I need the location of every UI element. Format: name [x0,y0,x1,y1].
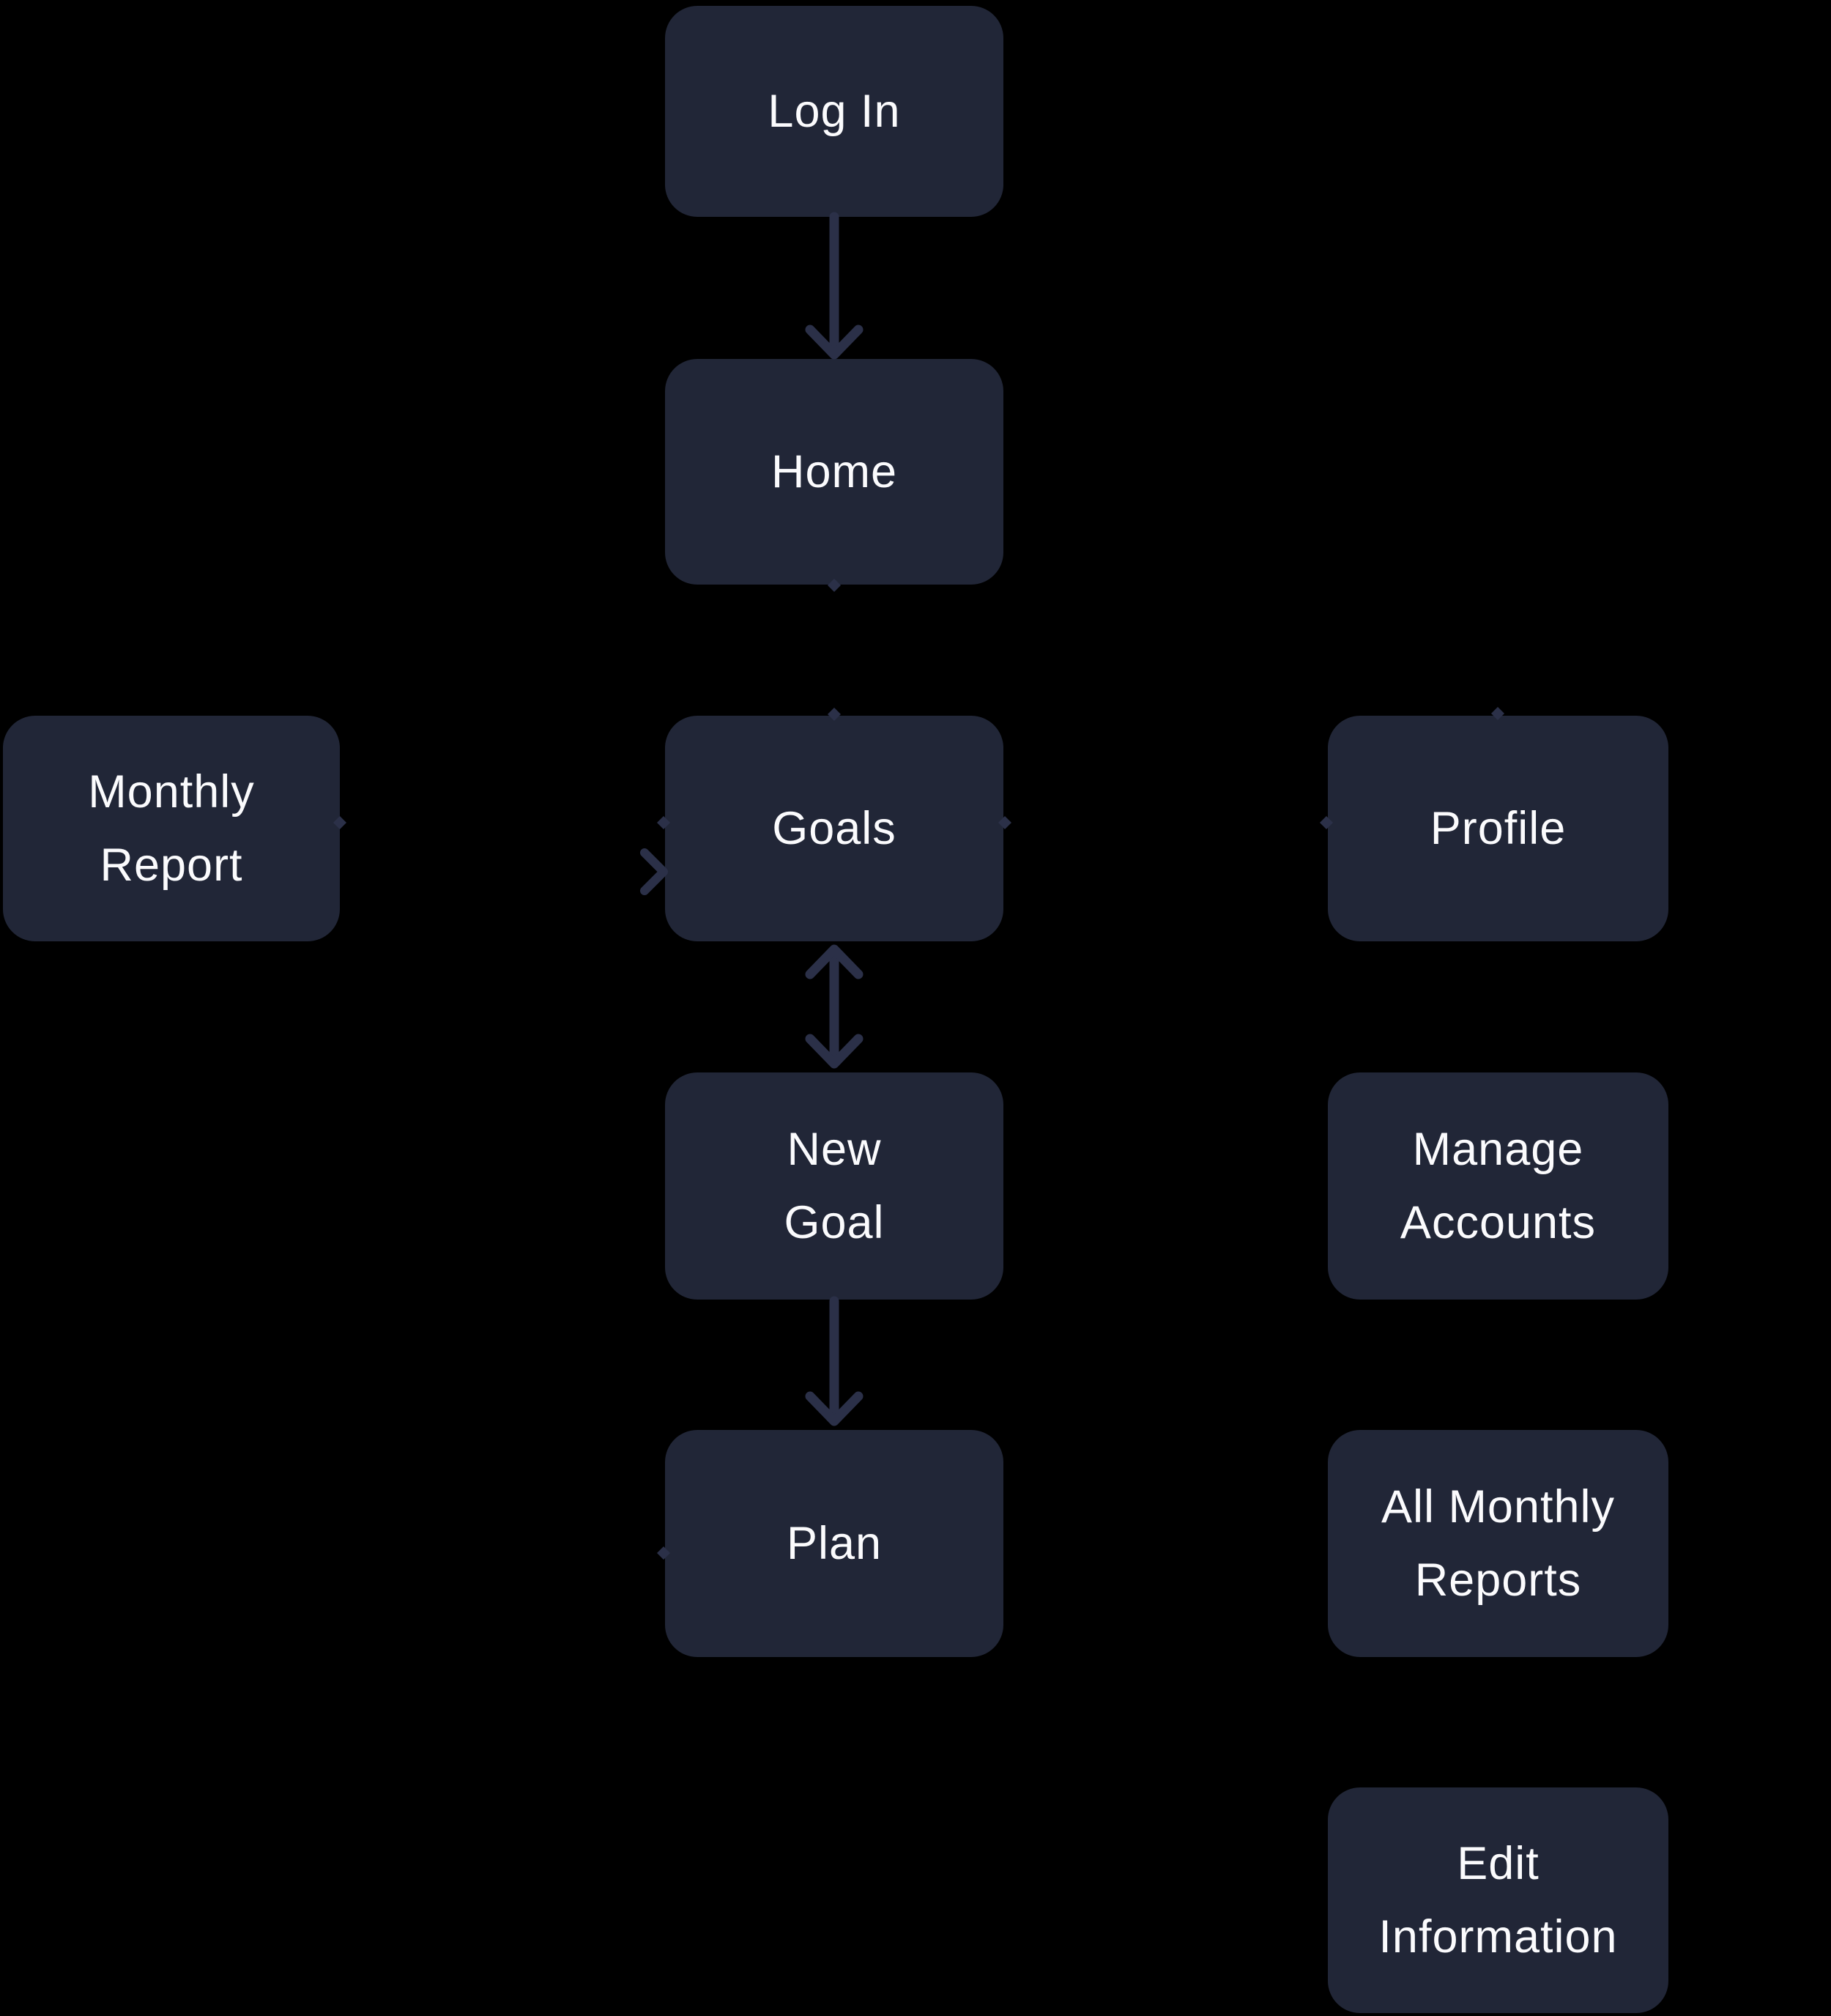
node-new-goal-label: New Goal [784,1124,885,1248]
arrowhead-into-goals-left [640,848,668,895]
node-all-monthly-reports-label: All Monthly Reports [1381,1481,1616,1606]
node-profile: Profile [1328,716,1668,941]
node-home-label: Home [770,446,898,497]
node-plan: Plan [665,1430,1003,1657]
arrowhead-goals-up [805,944,863,979]
node-edit-information: Edit Information [1328,1787,1668,2013]
node-monthly-report: Monthly Report [3,716,340,941]
node-goals-label: Goals [772,803,896,854]
node-log-in-label: Log In [768,86,901,137]
arrowhead-newgoal-plan-down [805,1391,863,1426]
node-manage-accounts: Manage Accounts [1328,1072,1668,1300]
node-log-in: Log In [665,6,1003,217]
node-goals: Goals [665,716,1003,941]
node-edit-information-label: Edit Information [1378,1838,1618,1963]
node-monthly-report-label: Monthly Report [88,766,255,891]
node-all-monthly-reports: All Monthly Reports [1328,1430,1668,1657]
node-new-goal: New Goal [665,1072,1003,1300]
arrowhead-newgoal-down [805,1034,863,1069]
node-manage-accounts-label: Manage Accounts [1400,1124,1597,1248]
node-home: Home [665,359,1003,585]
arrowhead-login-home-down [805,325,863,360]
node-profile-label: Profile [1430,803,1567,854]
node-plan-label: Plan [786,1518,883,1569]
